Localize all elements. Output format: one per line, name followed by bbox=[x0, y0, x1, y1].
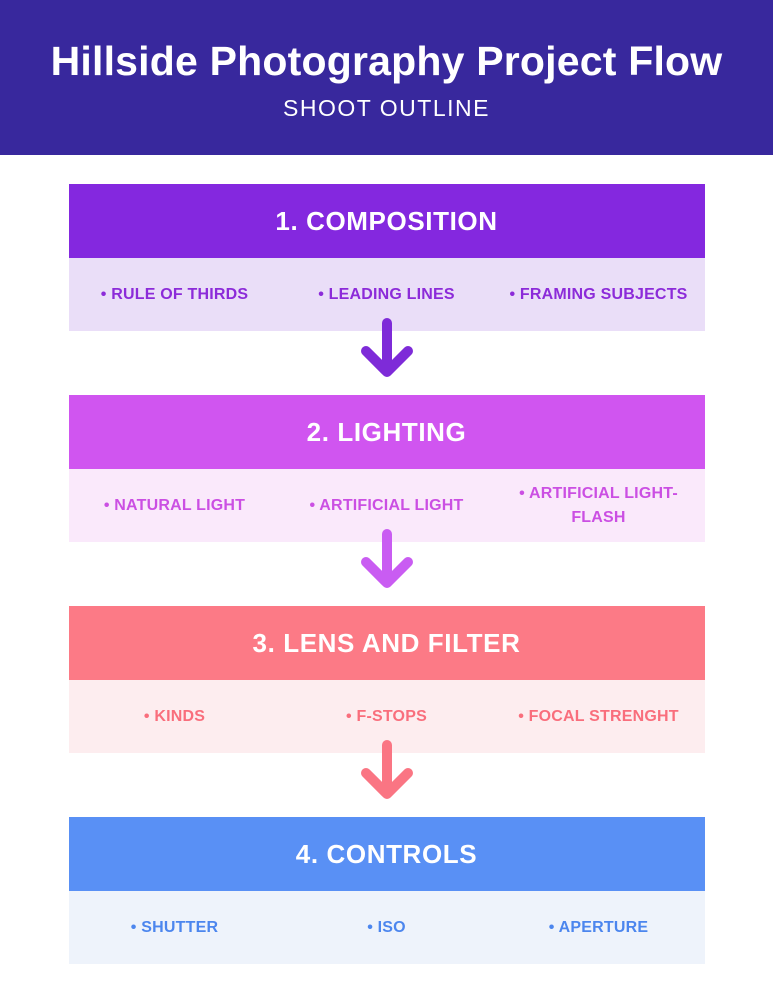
section-controls-header: 4. CONTROLS bbox=[68, 817, 705, 891]
flow-item: • SHUTTER bbox=[130, 918, 219, 936]
section-composition: 1. COMPOSITION • RULE OF THIRDS • LEADIN… bbox=[68, 184, 705, 331]
section-lighting-header: 2. LIGHTING bbox=[68, 395, 705, 469]
flow-item: • FOCAL STRENGHT bbox=[518, 707, 679, 725]
section-controls: 4. CONTROLS • SHUTTER • ISO • APERTURE bbox=[68, 817, 705, 964]
down-arrow-icon bbox=[360, 318, 413, 377]
header-banner: Hillside Photography Project Flow SHOOT … bbox=[0, 0, 773, 155]
section-controls-body: • SHUTTER • ISO • APERTURE bbox=[68, 891, 705, 964]
flow-item: • FRAMING SUBJECTS bbox=[509, 285, 688, 303]
flow-item: • RULE OF THIRDS bbox=[100, 285, 249, 303]
section-lens-and-filter: 3. LENS AND FILTER • KINDS • F-STOPS • F… bbox=[68, 606, 705, 753]
section-composition-header: 1. COMPOSITION bbox=[68, 184, 705, 258]
flow-connector-3 bbox=[69, 740, 705, 817]
flow-item: • APERTURE bbox=[548, 918, 649, 936]
down-arrow-icon bbox=[360, 740, 413, 799]
section-controls-title: 4. CONTROLS bbox=[295, 838, 478, 869]
section-lens-and-filter-header: 3. LENS AND FILTER bbox=[68, 606, 705, 680]
flow-connector-2 bbox=[69, 529, 705, 606]
flow-connector-1 bbox=[69, 318, 705, 395]
flow-item: • KINDS bbox=[143, 707, 206, 725]
flow-item: • F-STOPS bbox=[346, 707, 427, 725]
page-subtitle: SHOOT OUTLINE bbox=[283, 94, 490, 121]
flow-column: 1. COMPOSITION • RULE OF THIRDS • LEADIN… bbox=[68, 184, 705, 964]
section-lighting-title: 2. LIGHTING bbox=[306, 416, 467, 447]
flow-item: • NATURAL LIGHT bbox=[103, 496, 246, 514]
section-lighting: 2. LIGHTING • NATURAL LIGHT • ARTIFICIAL… bbox=[68, 395, 705, 542]
down-arrow-icon bbox=[360, 529, 413, 588]
section-lens-and-filter-title: 3. LENS AND FILTER bbox=[252, 627, 521, 658]
flow-item: • ARTIFICIAL LIGHT-FLASH bbox=[519, 485, 678, 526]
flow-item: • ARTIFICIAL LIGHT bbox=[309, 496, 464, 514]
page-title: Hillside Photography Project Flow bbox=[50, 37, 723, 84]
flow-item: • LEADING LINES bbox=[318, 285, 455, 303]
flow-item: • ISO bbox=[367, 918, 406, 936]
section-composition-title: 1. COMPOSITION bbox=[275, 205, 498, 236]
